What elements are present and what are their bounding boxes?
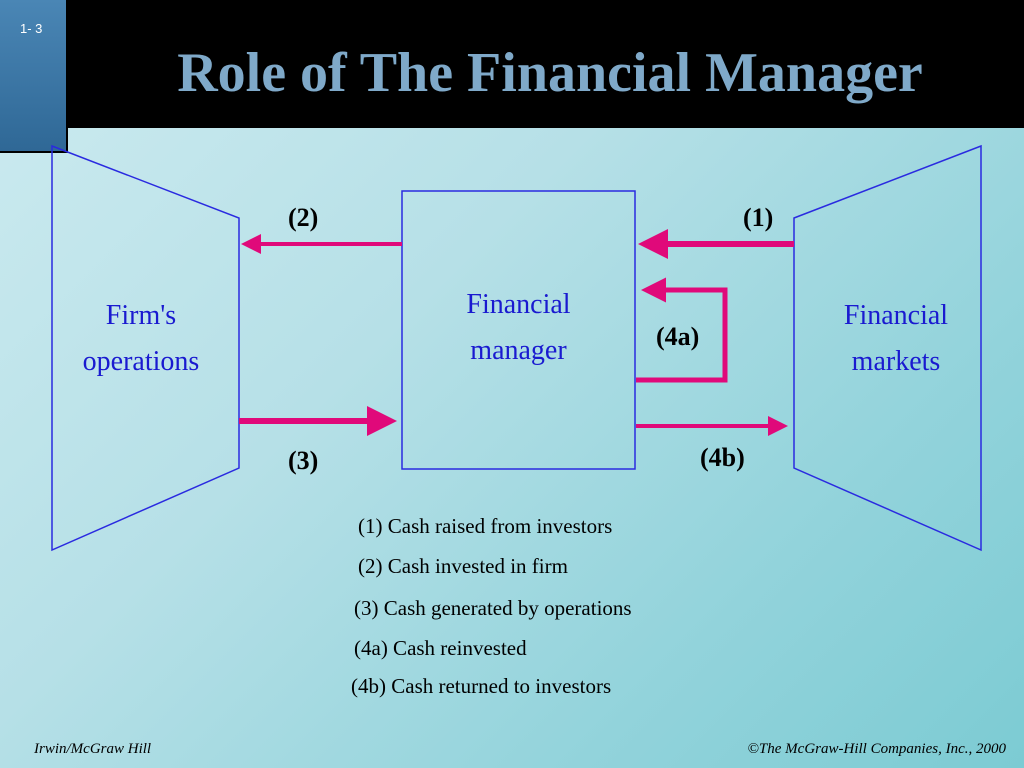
title-bar [0,0,1024,128]
legend-item-4b: (4b) Cash returned to investors [351,674,612,698]
arrow-label-4a: (4a) [656,322,700,351]
legend-item-4a: (4a) Cash reinvested [354,636,527,660]
financial-markets-shape [793,144,982,552]
firm-operations-shape [51,144,240,552]
legend-item-1: (1) Cash raised from investors [358,514,613,538]
legend-item-2: (2) Cash invested in firm [358,554,568,578]
firm-operations-label: Firm's operations [82,300,200,377]
financial-manager-label: Financial manager [466,289,571,366]
footer-copyright: ©The McGraw-Hill Companies, Inc., 2000 [747,741,1006,757]
financial-markets-label: Financial markets [843,300,949,377]
legend-item-3: (3) Cash generated by operations [354,596,632,620]
arrow-4a [636,277,728,383]
financial-manager-box [401,190,636,470]
arrow-label-3: (3) [288,446,319,475]
slide-number: 1- 3 [20,21,43,36]
slide-title: Role of The Financial Manager [177,42,923,104]
arrow-label-2: (2) [288,203,319,232]
arrow-label-4b: (4b) [700,443,745,472]
arrow-label-1: (1) [743,203,774,232]
slide-number-tab: 1- 3 [0,0,68,153]
footer-publisher: Irwin/McGraw Hill [34,741,152,757]
